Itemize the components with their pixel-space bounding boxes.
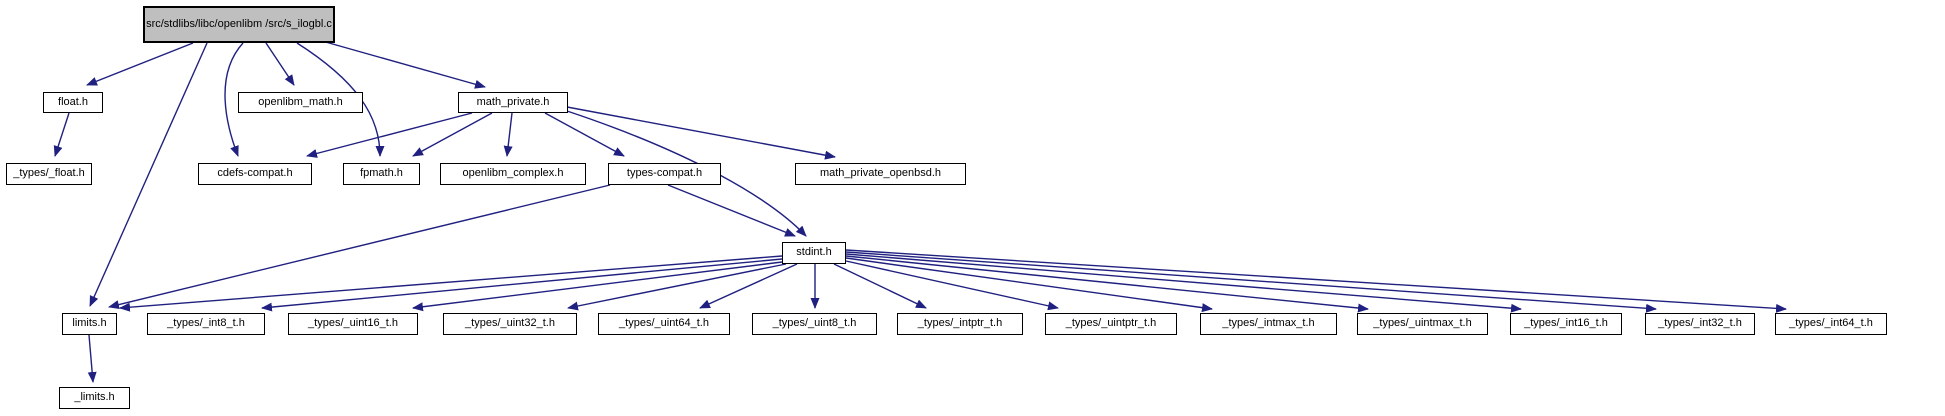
node-types-uintmax-t-h[interactable]: _types/_uintmax_t.h	[1357, 313, 1488, 335]
edge-stdint-h-to-types-int8-t-h	[261, 258, 783, 312]
node-math-private-openbsd-h[interactable]: math_private_openbsd.h	[795, 163, 966, 185]
edge-s-ilogbl-c-to-math-private-h	[321, 40, 486, 89]
node-types-int8-t-h[interactable]: _types/_int8_t.h	[147, 313, 265, 335]
node-limits-h[interactable]: limits.h	[62, 313, 117, 335]
node-types-uintptr-t-h[interactable]: _types/_uintptr_t.h	[1045, 313, 1177, 335]
node-types-float-h[interactable]: _types/_float.h	[6, 163, 92, 185]
edge-stdint-h-to-types-uint16-t-h	[412, 261, 783, 312]
node-fpmath-h[interactable]: fpmath.h	[343, 163, 420, 185]
edge-stdint-h-to-types-int32-t-h	[845, 251, 1657, 313]
edge-stdint-h-to-types-uintmax-t-h	[845, 255, 1369, 313]
edge-s-ilogbl-c-to-limits-h	[89, 42, 208, 307]
edge-stdint-h-to-types-uintptr-t-h	[845, 260, 1059, 311]
node-types-uint64-t-h[interactable]: _types/_uint64_t.h	[598, 313, 730, 335]
edge-stdint-h-to-types-int64-t-h	[845, 249, 1787, 313]
node-stdint-h[interactable]: stdint.h	[782, 242, 846, 264]
edge-s-ilogbl-c-to-openlibm-math-h	[265, 42, 295, 86]
node-openlibm-math-h[interactable]: openlibm_math.h	[238, 92, 363, 113]
edge-math-private-h-to-fpmath-h	[412, 112, 493, 157]
node-types-uint32-t-h[interactable]: _types/_uint32_t.h	[443, 313, 577, 335]
node-types-int32-t-h[interactable]: _types/_int32_t.h	[1645, 313, 1755, 335]
edge-math-private-h-to-openlibm-complex-h	[503, 112, 513, 157]
node-types-uint8-t-h[interactable]: _types/_uint8_t.h	[752, 313, 877, 335]
edge-s-ilogbl-c-to-float-h	[86, 42, 194, 86]
node-float-h[interactable]: float.h	[43, 92, 103, 113]
node-u-limits-h[interactable]: _limits.h	[59, 387, 130, 409]
edge-math-private-h-to-cdefs-compat-h	[306, 112, 473, 158]
edge-math-private-h-to-types-compat-h	[544, 112, 625, 157]
node-math-private-h[interactable]: math_private.h	[458, 92, 568, 113]
edge-stdint-h-to-types-intptr-t-h	[833, 263, 927, 309]
edge-math-private-h-to-math-private-openbsd-h	[566, 106, 836, 160]
edge-limits-h-to-u-limits-h	[87, 334, 97, 383]
edge-stdint-h-to-types-uint64-t-h	[699, 263, 798, 309]
node-types-intmax-t-h[interactable]: _types/_intmax_t.h	[1200, 313, 1337, 335]
node-s-ilogbl-c[interactable]: src/stdlibs/libc/openlibm /src/s_ilogbl.…	[143, 6, 335, 43]
node-types-compat-h[interactable]: types-compat.h	[608, 163, 721, 185]
node-types-intptr-t-h[interactable]: _types/_intptr_t.h	[897, 313, 1023, 335]
edge-stdint-h-to-types-int16-t-h	[845, 253, 1522, 313]
edge-stdint-h-to-types-uint32-t-h	[567, 263, 787, 311]
node-cdefs-compat-h[interactable]: cdefs-compat.h	[198, 163, 312, 185]
edge-types-compat-h-to-limits-h	[108, 184, 611, 310]
node-types-int16-t-h[interactable]: _types/_int16_t.h	[1510, 313, 1622, 335]
edge-stdint-h-to-types-intmax-t-h	[845, 257, 1213, 313]
node-types-uint16-t-h[interactable]: _types/_uint16_t.h	[288, 313, 418, 335]
edge-float-h-to-types-float-h	[53, 112, 70, 157]
edge-stdint-h-to-limits-h	[119, 255, 783, 312]
node-types-int64-t-h[interactable]: _types/_int64_t.h	[1775, 313, 1887, 335]
edge-s-ilogbl-c-to-cdefs-compat-h	[224, 42, 244, 157]
edge-types-compat-h-to-stdint-h	[667, 184, 796, 237]
node-openlibm-complex-h[interactable]: openlibm_complex.h	[440, 163, 586, 185]
